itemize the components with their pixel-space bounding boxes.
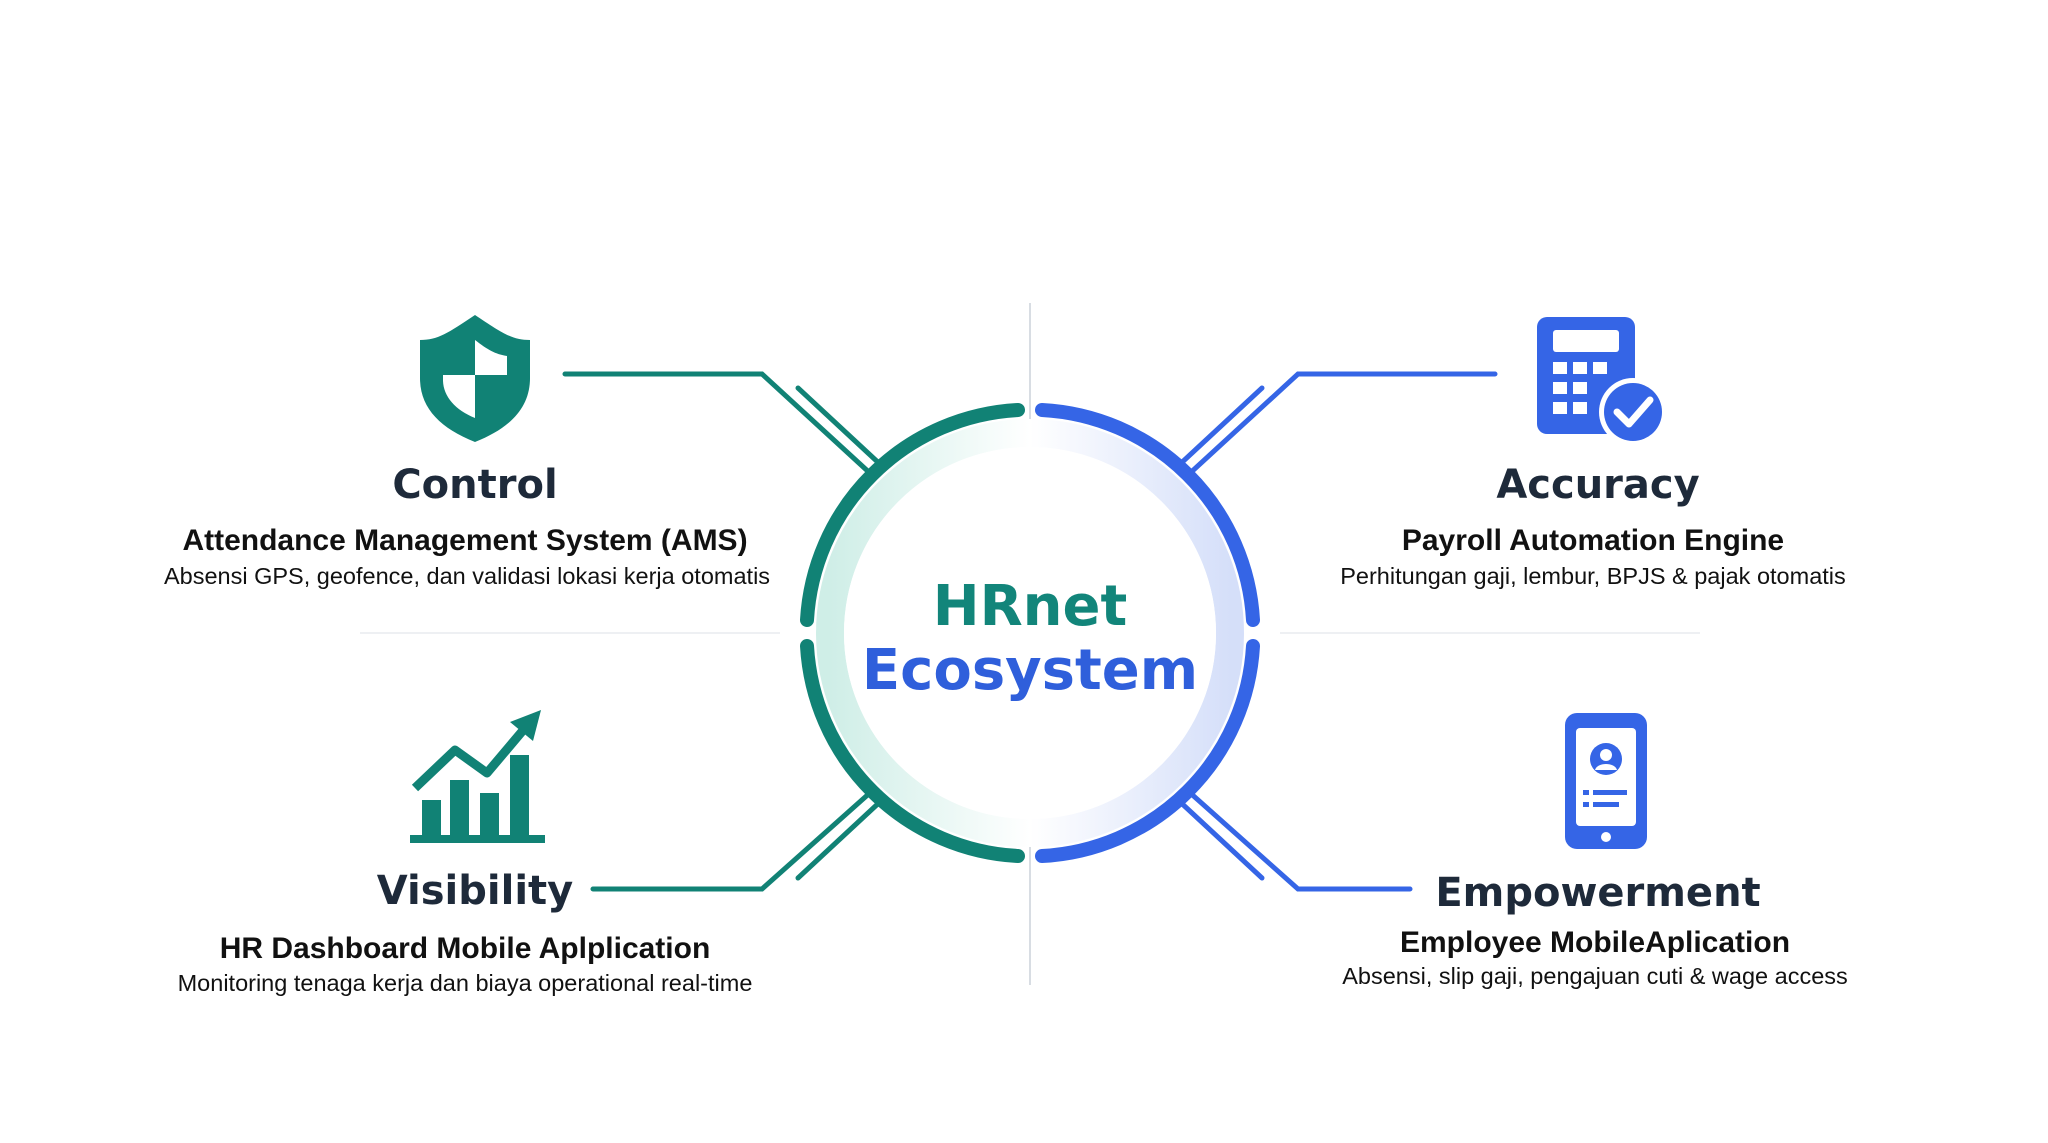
- calculator-check-icon: [1537, 317, 1667, 446]
- control-subtitle: Attendance Management System (AMS): [182, 524, 748, 557]
- accuracy-subtitle: Payroll Automation Engine: [1401, 524, 1785, 557]
- empowerment-description: Absensi, slip gaji, pengajuan cuti & wag…: [1342, 963, 1848, 989]
- center-title-line1: HRnet: [932, 574, 1128, 639]
- mobile-profile-icon: [1565, 713, 1647, 849]
- connector-empowerment: [1175, 788, 1413, 892]
- empowerment-subtitle: Employee MobileAplication: [1399, 926, 1791, 959]
- control-title: Control: [392, 462, 558, 508]
- connector-accuracy: [1175, 371, 1498, 478]
- visibility-subtitle: HR Dashboard Mobile Aplplication: [219, 932, 711, 965]
- visibility-title: Visibility: [376, 868, 574, 914]
- center-circle: [844, 447, 1216, 819]
- connector-visibility: [590, 788, 885, 892]
- growth-chart-icon: [410, 710, 545, 843]
- accuracy-description: Perhitungan gaji, lembur, BPJS & pajak o…: [1340, 563, 1846, 589]
- center-glow-ring: [816, 419, 1244, 847]
- control-description: Absensi GPS, geofence, dan validasi loka…: [163, 563, 771, 589]
- accuracy-title: Accuracy: [1496, 462, 1700, 508]
- empowerment-title: Empowerment: [1435, 870, 1761, 916]
- shield-icon: [420, 315, 530, 442]
- connector-control: [562, 371, 885, 478]
- visibility-description: Monitoring tenaga kerja dan biaya operat…: [177, 970, 753, 996]
- center-title-line2: Ecosystem: [861, 638, 1199, 703]
